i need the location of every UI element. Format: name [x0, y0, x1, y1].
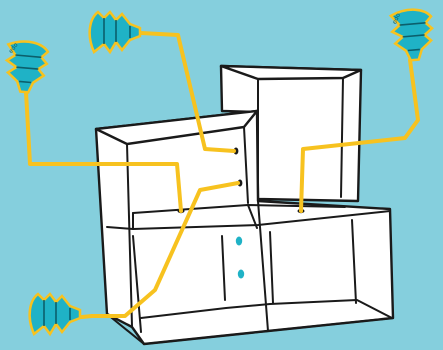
- cable-hole: [237, 269, 245, 279]
- plug-brand-label: edo: [391, 12, 402, 25]
- bottom-front-edge: [143, 317, 394, 345]
- bottom-shelf: [140, 299, 393, 319]
- tall-right-unit: [219, 64, 363, 203]
- middle-shelf-front: [106, 210, 391, 230]
- lower-right-inner: [351, 219, 357, 304]
- cable-hole: [235, 236, 243, 246]
- plug-icon: edo: [4, 40, 50, 94]
- cable-right: [299, 58, 420, 213]
- cable-left-upper: [24, 90, 183, 213]
- center-divider: [257, 200, 269, 332]
- cable-lower-left: [80, 181, 240, 319]
- plug-icon: [88, 10, 142, 55]
- plug-icon: edo: [388, 8, 434, 62]
- cable-top-center: [139, 31, 236, 153]
- power-cables: [24, 31, 420, 319]
- power-plugs: edo edo: [4, 8, 434, 337]
- left-inner-edge: [126, 143, 133, 327]
- plug-icon: [28, 292, 82, 337]
- upper-divider-back: [243, 126, 249, 204]
- main-cube-block: [94, 109, 395, 346]
- modular-cabinet: [94, 64, 395, 346]
- lower-left-inner: [132, 235, 142, 333]
- tall-unit-back-edge: [340, 77, 344, 198]
